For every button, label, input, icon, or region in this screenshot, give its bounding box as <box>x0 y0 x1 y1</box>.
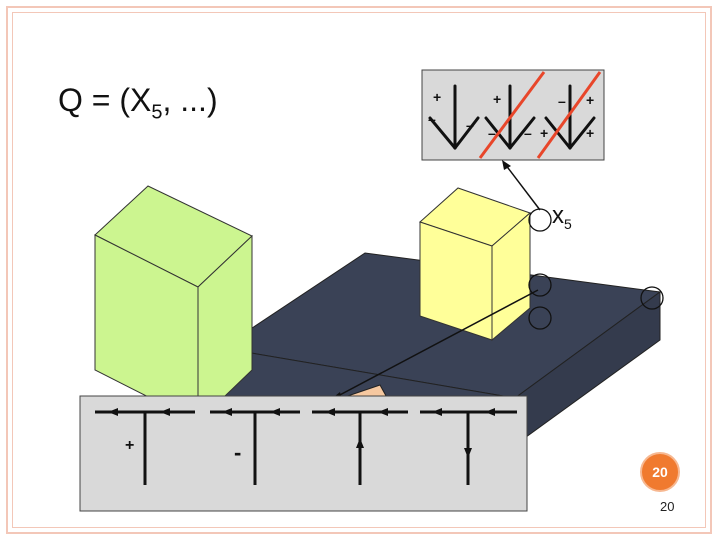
junction-line <box>508 116 536 150</box>
sign-labels-top: + + + – – – – + + – <box>428 89 594 141</box>
sign-label: – <box>524 125 532 141</box>
x5-label: x5 <box>552 202 572 232</box>
junction-circle <box>640 286 664 310</box>
arrow-head <box>432 408 442 416</box>
sign-labels-bottom: + - <box>125 437 241 465</box>
arrow-head <box>502 160 511 170</box>
arrow-head <box>325 408 335 416</box>
junction-circle <box>528 306 552 330</box>
sign-label: + <box>586 125 594 141</box>
sign-label: – <box>466 117 474 133</box>
slide-number-badge: 20 <box>640 452 680 492</box>
arrow-head <box>222 408 232 416</box>
arrow-head <box>108 408 118 416</box>
sign-label: + <box>493 91 501 107</box>
sign-label: – <box>558 93 566 109</box>
sign-label: – <box>488 125 496 141</box>
junction-circle <box>528 208 552 232</box>
sign-label: + <box>433 89 441 105</box>
arrow-head <box>378 408 388 416</box>
yellow-block-side <box>491 211 531 342</box>
sign-label: - <box>234 440 241 465</box>
bottom-inset-box <box>79 395 528 512</box>
sign-label: – <box>428 111 436 127</box>
strike-lines <box>478 71 602 159</box>
strike-line <box>536 71 602 159</box>
page-number: 20 <box>660 499 675 514</box>
arrowheads-bottom <box>108 408 495 458</box>
pointer-line <box>504 163 541 211</box>
page-title: Q = (X5, ...) <box>58 82 218 124</box>
arrow-head <box>270 408 280 416</box>
junction-line <box>568 116 596 150</box>
arrow-head <box>464 448 472 458</box>
junction-line <box>453 116 480 150</box>
pointer-line <box>335 289 539 398</box>
sign-label: + <box>586 92 594 108</box>
junction-circle <box>528 273 552 297</box>
junction-line <box>544 116 572 150</box>
arrow-head <box>160 408 170 416</box>
sign-label: + <box>540 125 548 141</box>
sign-label: + <box>125 437 134 454</box>
junction-line <box>428 116 457 150</box>
arrow-head <box>356 438 364 448</box>
green-block-side <box>197 234 253 424</box>
strike-line <box>478 71 546 159</box>
arrow-head <box>485 408 495 416</box>
